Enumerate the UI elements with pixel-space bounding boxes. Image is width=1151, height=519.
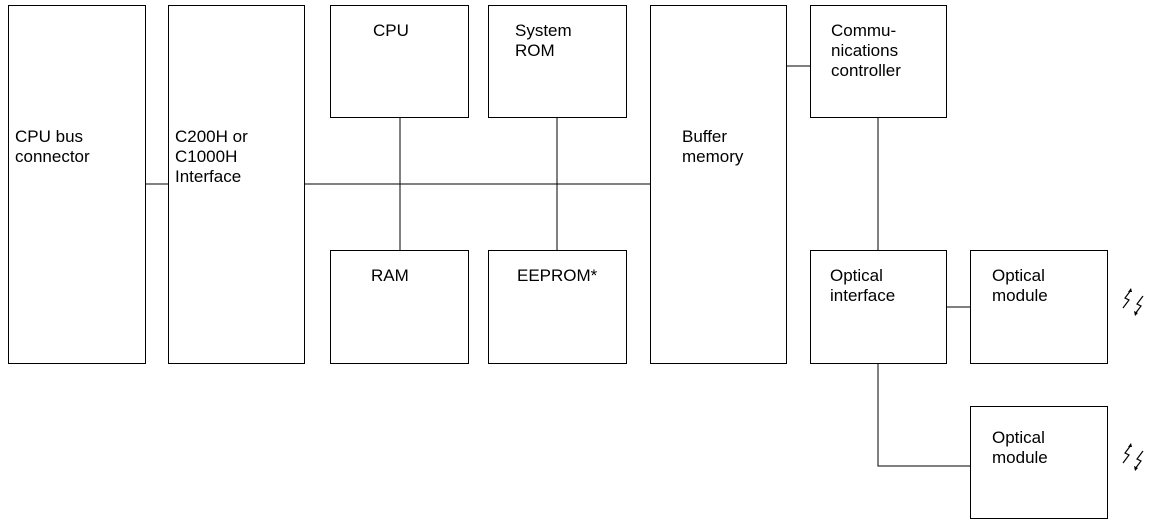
buffer-memory-label: Buffer memory xyxy=(682,127,744,166)
communications-controller-label: Commu- nications controller xyxy=(831,21,901,80)
eeprom-block: EEPROM* xyxy=(488,250,627,364)
interface-label: C200H or C1000H Interface xyxy=(175,127,248,186)
optical-interface-label: Optical interface xyxy=(830,266,896,305)
system-rom-label: System ROM xyxy=(515,21,572,60)
interface-block: C200H or C1000H Interface xyxy=(168,5,305,364)
light-signal-icon xyxy=(1122,288,1144,316)
cpu-block: CPU xyxy=(330,5,469,118)
communications-controller-block: Commu- nications controller xyxy=(810,5,947,118)
cpu-label: CPU xyxy=(373,21,409,40)
ram-label: RAM xyxy=(371,266,409,285)
optical-module-1-block: Optical module xyxy=(970,250,1108,364)
eeprom-label: EEPROM* xyxy=(517,266,598,285)
optical-interface-block: Optical interface xyxy=(810,250,947,364)
cpu-bus-connector-block: CPU bus connector xyxy=(8,5,146,364)
optical-module-1-label: Optical module xyxy=(992,266,1048,305)
cpu-bus-connector-label: CPU bus connector xyxy=(15,127,90,166)
system-rom-block: System ROM xyxy=(488,5,627,118)
light-signal-icon xyxy=(1122,443,1144,471)
ram-block: RAM xyxy=(330,250,469,364)
buffer-memory-block: Buffer memory xyxy=(650,5,787,364)
line-optical-interface-to-module-2 xyxy=(877,364,970,467)
optical-module-2-block: Optical module xyxy=(970,406,1108,519)
optical-module-2-label: Optical module xyxy=(992,428,1048,467)
